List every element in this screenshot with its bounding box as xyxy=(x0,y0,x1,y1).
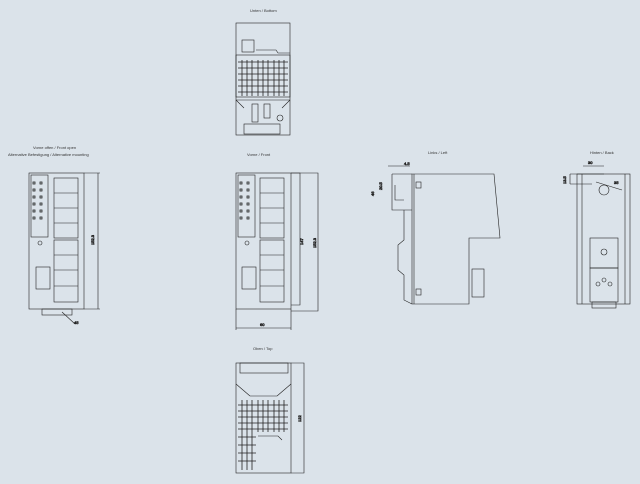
dim-front-height-inner: 147 xyxy=(299,238,304,245)
view-label-front: Vorne / Front xyxy=(247,152,271,157)
view-label-top: Oben / Top xyxy=(253,346,273,351)
dim-alt-mount: 45 xyxy=(74,320,79,325)
top-view-drawing xyxy=(235,362,305,474)
view-label-front-open: Vorne offen / Front open xyxy=(33,145,77,150)
left-view-drawing xyxy=(388,165,501,305)
rj45-ports-upper xyxy=(53,177,79,239)
dim-left-rail-large: 46 xyxy=(370,191,375,196)
dim-back-height: 13.5 xyxy=(562,175,567,184)
dim-front-width: 60 xyxy=(260,322,265,327)
dim-back-angle: 35 xyxy=(614,180,619,185)
dim-left-rail-small: 20.5 xyxy=(378,181,383,190)
dim-back-width: 30 xyxy=(588,160,593,165)
view-label-bottom: Unten / Bottom xyxy=(250,8,277,13)
view-label-alt-mounting: Alternative Befestigung / Alternative mo… xyxy=(8,152,89,157)
dim-top-depth: 122 xyxy=(297,415,302,422)
view-label-back: Hinten / Back xyxy=(590,150,614,155)
back-view-drawing xyxy=(569,165,631,309)
view-label-left: Links / Left xyxy=(428,150,448,155)
front-open-view-drawing xyxy=(28,172,100,325)
bottom-view-drawing xyxy=(235,22,291,136)
front-view-drawing xyxy=(235,172,319,330)
dim-front-height-outer: 152.3 xyxy=(312,237,317,248)
dim-left-top-offset: 4.5 xyxy=(404,161,410,166)
dim-front-open-height: 152.3 xyxy=(90,234,95,245)
rj45-ports-lower xyxy=(53,239,79,303)
